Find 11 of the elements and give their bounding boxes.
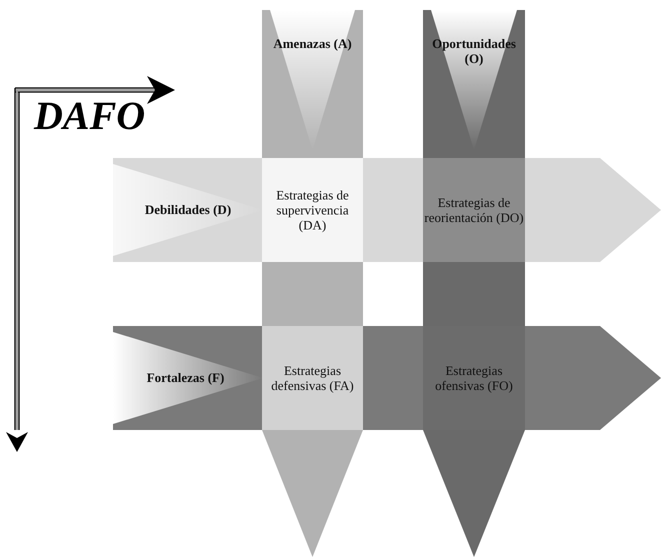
cell-text: Estrategias defensivas (FA) <box>270 363 355 393</box>
diagram-title: DAFO <box>34 94 146 138</box>
strategy-cell <box>262 158 363 262</box>
strategy-cell <box>262 326 363 430</box>
band-label: Amenazas (A) <box>272 36 353 51</box>
cell-text: Estrategias de supervivencia (DA) <box>275 188 350 232</box>
strategy-cell <box>423 158 525 262</box>
band-label: Debilidades (D) <box>144 202 232 217</box>
band-label: Fortalezas (F) <box>146 370 226 385</box>
cell-text: Estrategias ofensivas (FO) <box>434 363 514 393</box>
cell-text: Estrategias de reorientación (DO) <box>423 195 525 225</box>
